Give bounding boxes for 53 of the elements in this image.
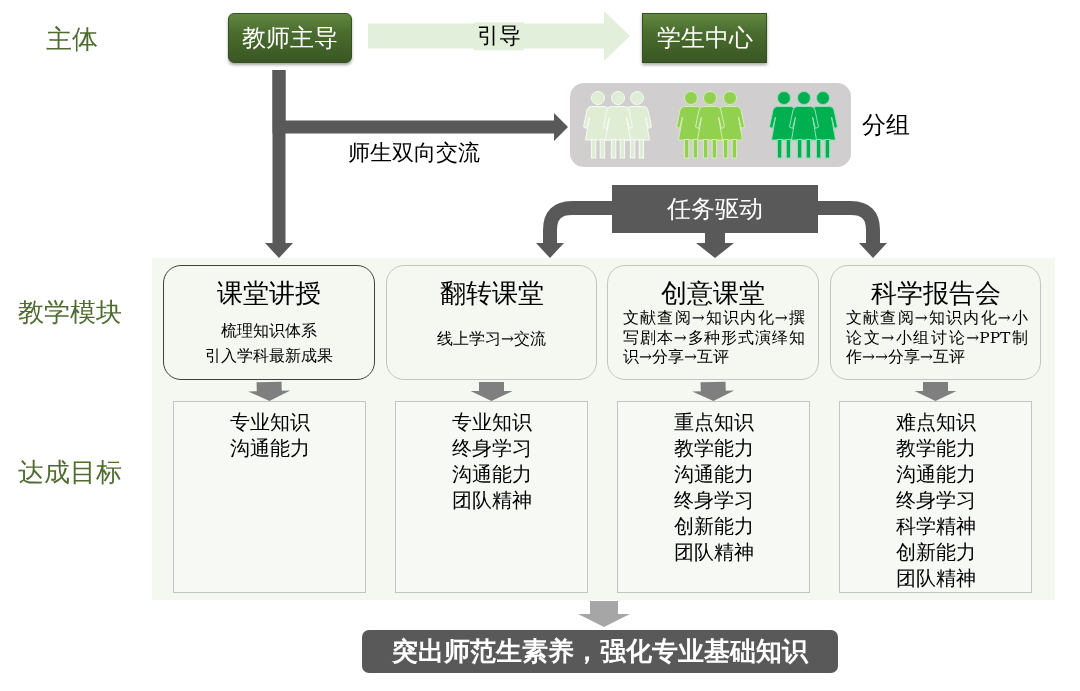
goal-item: 沟通能力 — [451, 462, 532, 487]
summary-banner: 突出师范生素养，强化专业基础知识 — [362, 630, 838, 673]
goal-item: 科学精神 — [895, 514, 976, 539]
row-label: 达成目标 — [18, 456, 122, 489]
goal-box — [839, 401, 1032, 593]
goal-item: 创新能力 — [673, 514, 754, 539]
goal-item: 团队精神 — [895, 566, 976, 591]
row-label: 教学模块 — [18, 296, 122, 329]
side-label: 分组 — [862, 111, 910, 140]
module-description: 文献查阅→知识内化→小论文→小组讨论→PPT制作→→分享→互评 — [846, 309, 1028, 368]
module-description: 梳理知识体系 — [221, 320, 317, 342]
goal-item: 专业知识 — [229, 410, 310, 435]
goal-item: 创新能力 — [895, 540, 976, 565]
goal-item: 难点知识 — [895, 410, 976, 435]
module-description: 线上学习→交流 — [437, 328, 546, 350]
goal-item: 终身学习 — [451, 436, 532, 461]
goal-item: 沟通能力 — [895, 462, 976, 487]
module-title: 课堂讲授 — [217, 278, 321, 310]
arrow — [692, 379, 735, 402]
module-title: 创意课堂 — [661, 278, 765, 310]
module-box — [163, 265, 375, 380]
arrow — [578, 600, 630, 630]
task-box: 任务驱动 — [612, 185, 818, 233]
goal-item: 教学能力 — [895, 436, 976, 461]
arrow — [470, 380, 513, 401]
goal-item: 沟通能力 — [229, 436, 310, 461]
module-box — [386, 265, 597, 380]
module-title: 科学报告会 — [870, 278, 1001, 310]
content-panel — [152, 258, 1055, 600]
group-panel — [570, 83, 851, 167]
goal-item: 专业知识 — [451, 410, 532, 435]
goal-item: 终身学习 — [895, 488, 976, 513]
arrow — [914, 380, 957, 401]
goal-item: 团队精神 — [451, 488, 532, 513]
goal-box — [395, 401, 588, 593]
arrow — [248, 379, 291, 402]
module-description: 文献查阅→知识内化→撰写剧本→多种形式演绎知识→分享→互评 — [623, 309, 805, 368]
goal-item: 重点知识 — [673, 410, 754, 435]
goal-item: 终身学习 — [673, 488, 754, 513]
goal-box — [617, 401, 810, 593]
module-box — [607, 265, 819, 380]
module-description: 引入学科最新成果 — [205, 345, 333, 367]
module-box — [830, 265, 1041, 380]
goal-box — [173, 401, 366, 593]
role-box: 教师主导 — [228, 13, 352, 63]
module-title: 翻转课堂 — [439, 278, 544, 310]
row-label: 主体 — [46, 23, 98, 56]
goal-item: 团队精神 — [673, 540, 754, 565]
goal-item: 教学能力 — [673, 436, 754, 461]
edge-label: 引导 — [474, 22, 524, 50]
edge-label: 师生双向交流 — [345, 139, 483, 167]
role-box: 学生中心 — [642, 13, 767, 63]
goal-item: 沟通能力 — [673, 462, 754, 487]
